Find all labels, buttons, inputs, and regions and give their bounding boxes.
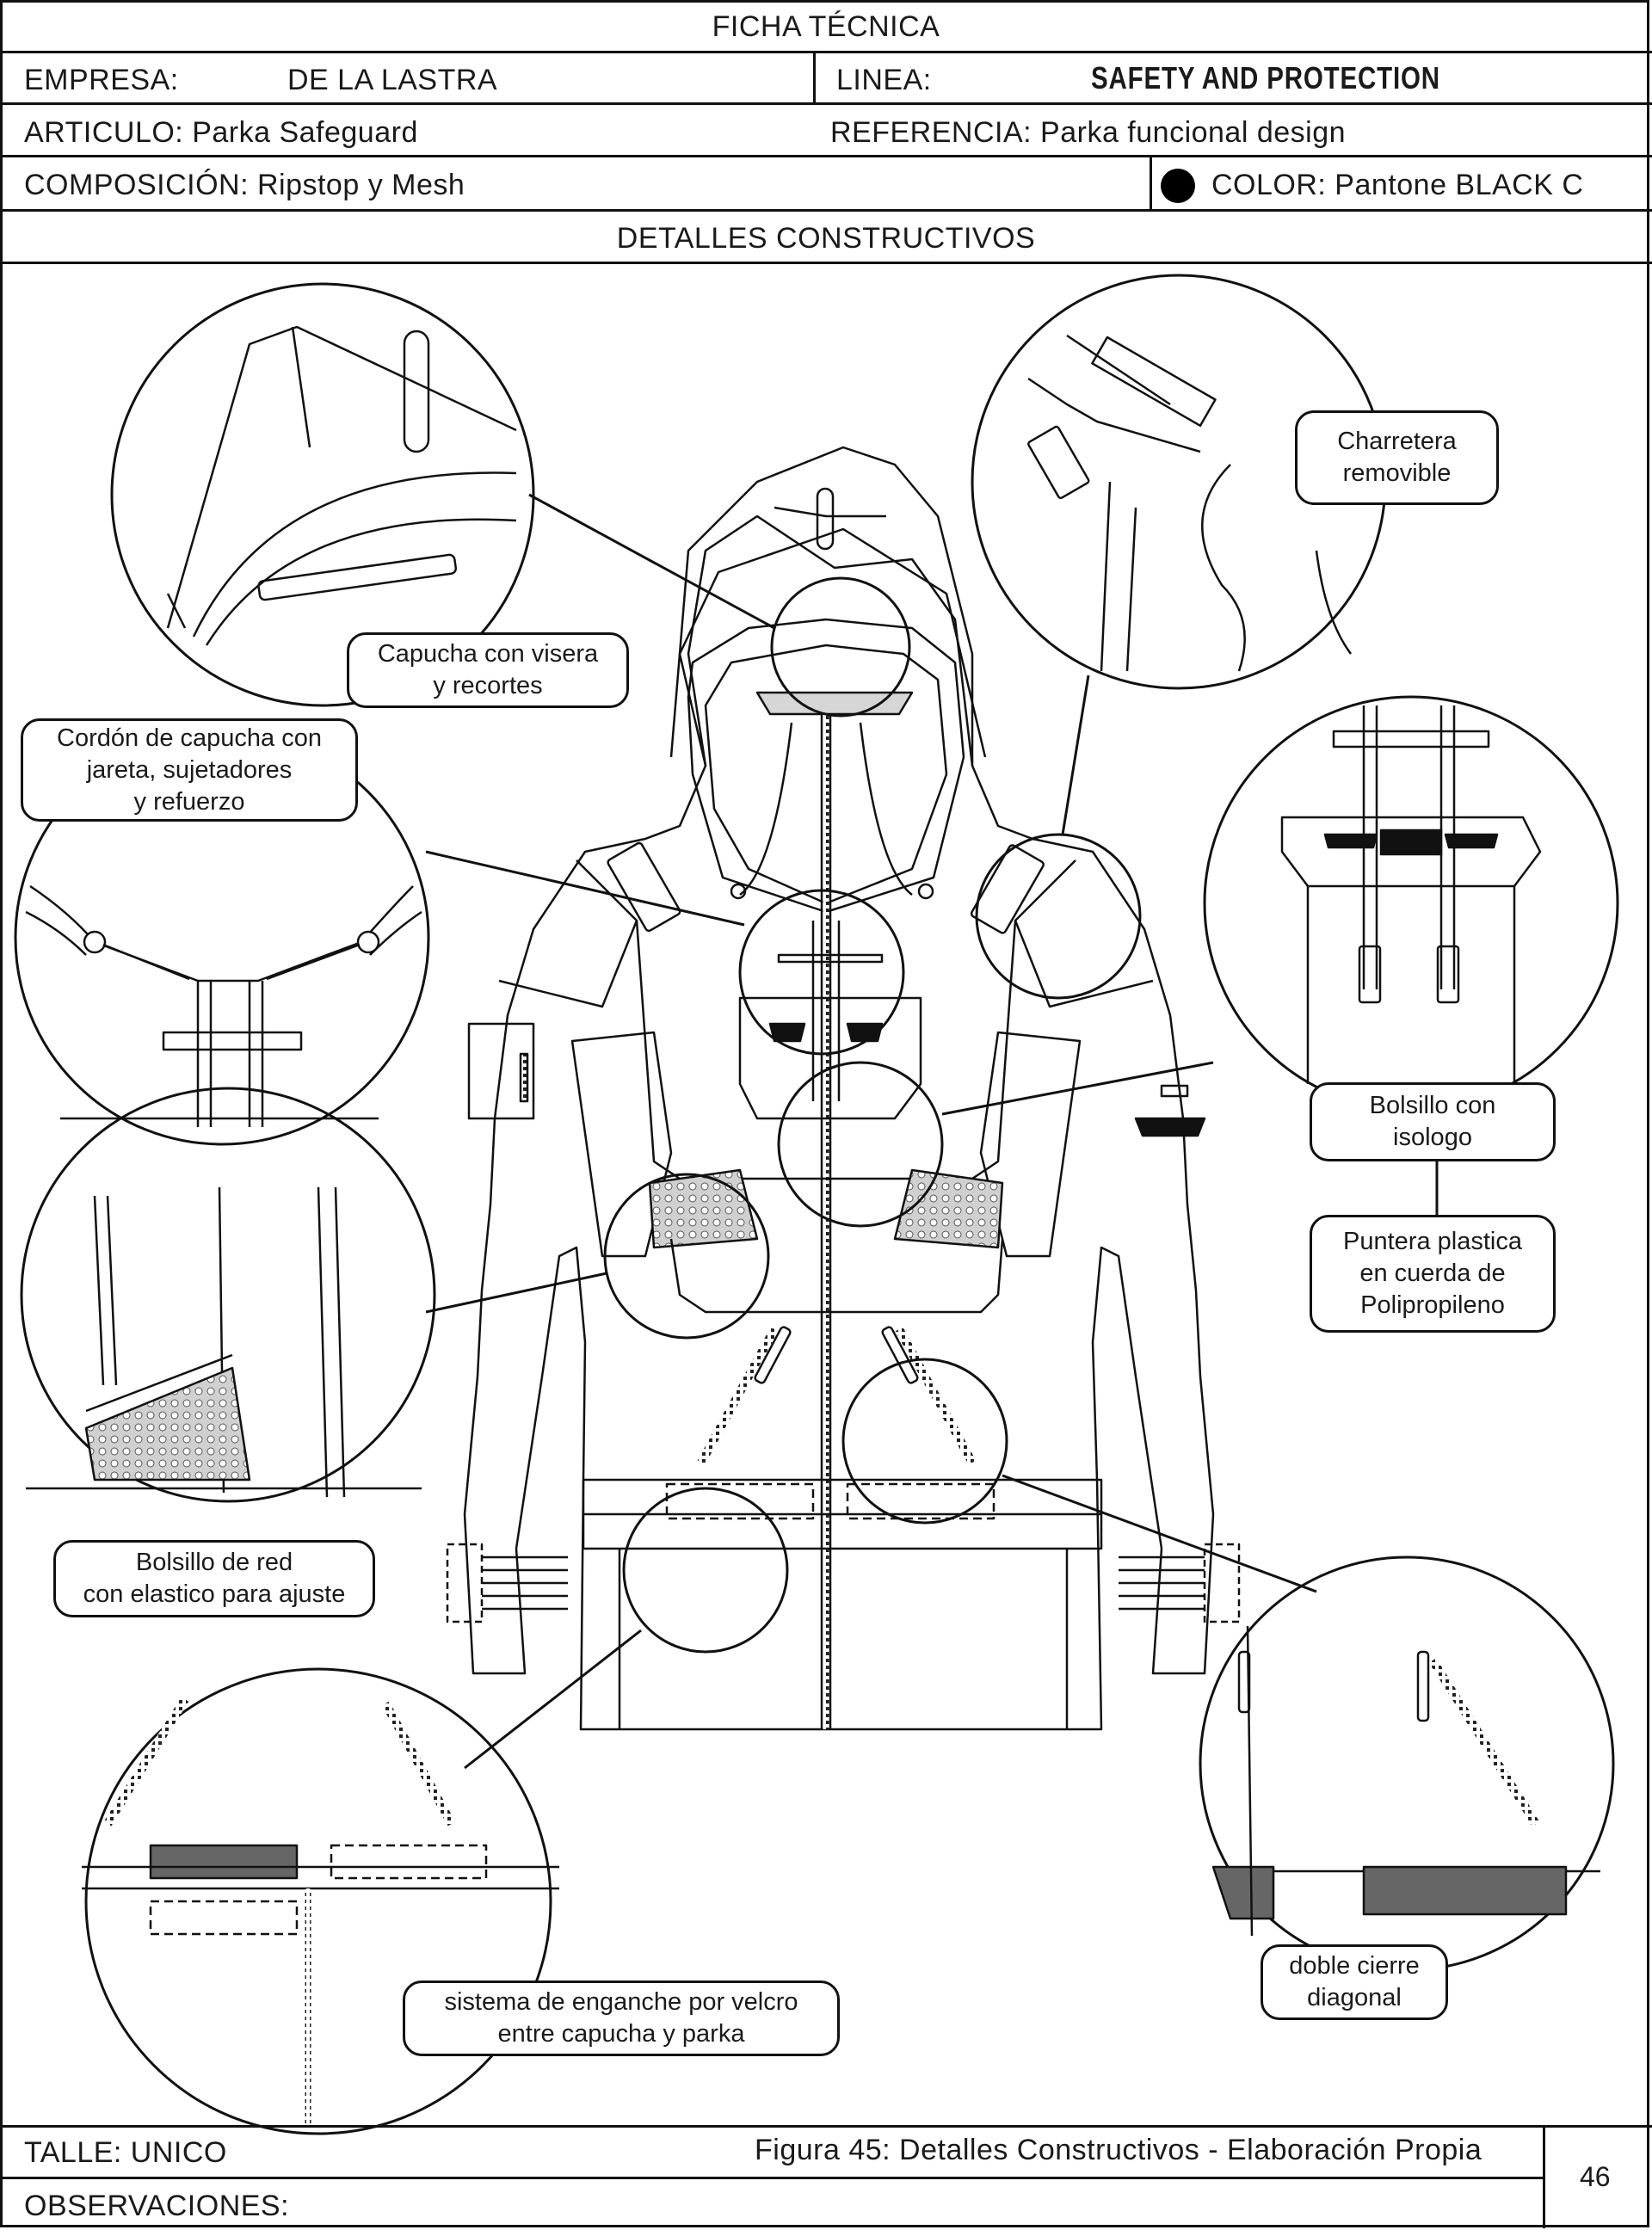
detail-double-zip	[1199, 1555, 1615, 1972]
divider	[0, 262, 1652, 264]
divider	[813, 51, 816, 104]
observaciones-label: OBSERVACIONES:	[24, 2190, 290, 2222]
callout-epaulette: Charretera removible	[1295, 410, 1499, 505]
callout-hood-cord: Cordón de capucha con jareta, sujetadore…	[21, 718, 358, 822]
color: COLOR: Pantone BLACK C	[1211, 169, 1584, 201]
callout-velcro: sistema de enganche por velcro entre cap…	[403, 1981, 840, 2056]
callout-double-zip: doble cierre diagonal	[1261, 1944, 1448, 2020]
referencia: REFERENCIA: Parka funcional design	[830, 116, 1347, 149]
divider	[0, 51, 1652, 53]
callout-mesh-pocket: Bolsillo de red con elastico para ajuste	[53, 1540, 375, 1617]
page-number: 46	[1580, 2161, 1611, 2192]
figure-caption: Figura 45: Detalles Constructivos - Elab…	[755, 2134, 1482, 2166]
divider	[1150, 155, 1152, 210]
parka-illustration	[446, 446, 1241, 1731]
callout-hood: Capucha con visera y recortes	[347, 632, 629, 708]
divider	[0, 102, 1652, 105]
articulo: ARTICULO: Parka Safeguard	[24, 116, 418, 149]
empresa-label: EMPRESA:	[24, 64, 179, 96]
callout-chest-pocket: Bolsillo con isologo	[1310, 1082, 1556, 1161]
callout-cord-tip: Puntera plastica en cuerda de Polipropil…	[1310, 1215, 1556, 1333]
divider	[0, 2125, 1652, 2128]
linea-value: SAFETY AND PROTECTION	[1091, 60, 1440, 95]
sheet-title: FICHA TÉCNICA	[712, 10, 940, 43]
talle: TALLE: UNICO	[24, 2136, 227, 2169]
divider	[1543, 2125, 1545, 2228]
composicion: COMPOSICIÓN: Ripstop y Mesh	[24, 169, 465, 201]
divider	[0, 209, 1652, 212]
divider	[0, 2177, 1544, 2179]
detail-mesh-pocket	[20, 1087, 436, 1503]
detail-hood	[110, 282, 535, 707]
section-title: DETALLES CONSTRUCTIVOS	[616, 222, 1036, 255]
divider	[0, 155, 1652, 157]
color-swatch	[1161, 169, 1195, 203]
detail-chest-pocket	[1203, 695, 1619, 1112]
empresa-value: DE LA LASTRA	[287, 64, 498, 96]
linea-label: LINEA:	[836, 64, 932, 96]
detail-velcro	[82, 1667, 559, 2135]
